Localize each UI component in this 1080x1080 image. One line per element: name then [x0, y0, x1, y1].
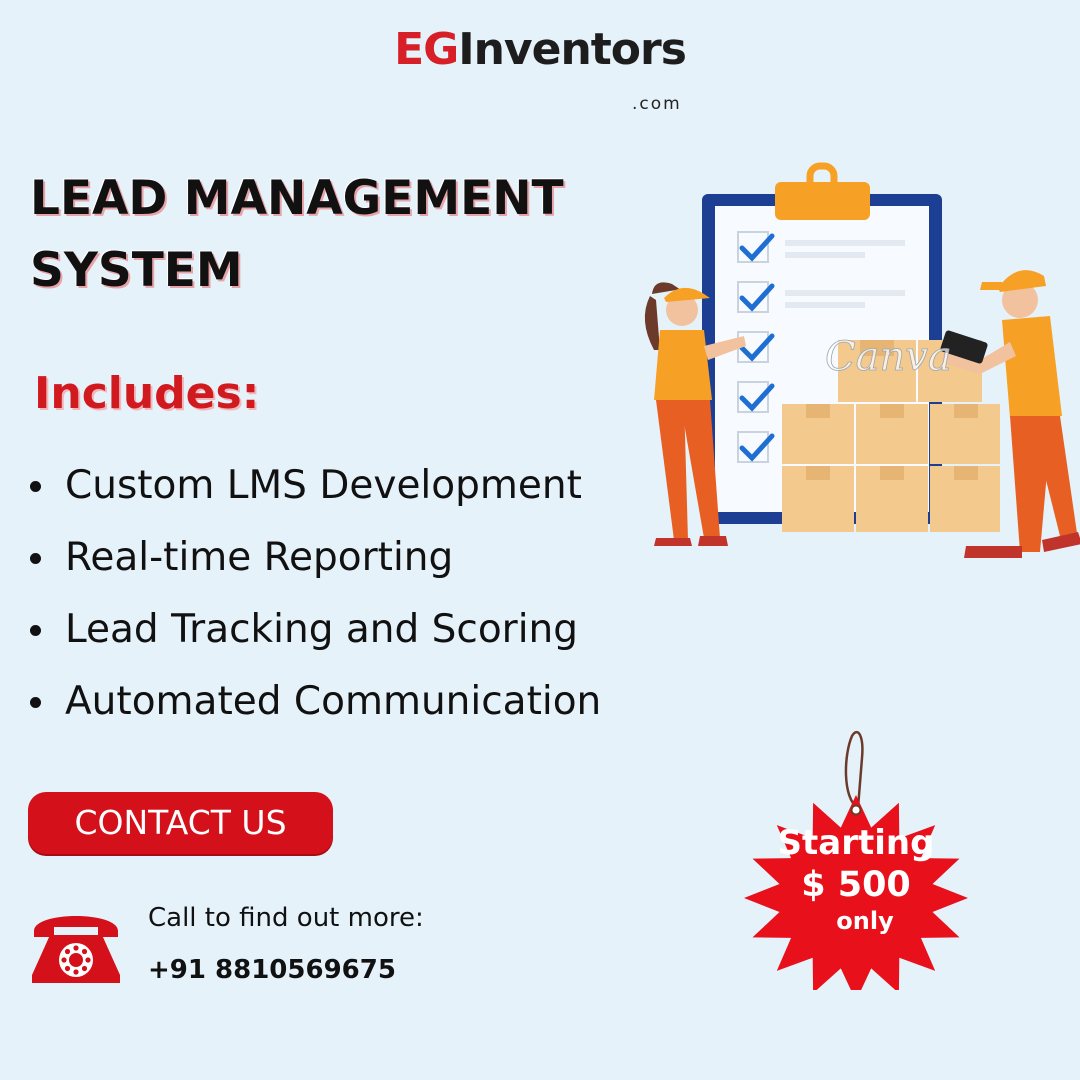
title-line-2: SYSTEM	[30, 243, 243, 298]
price-label: Starting $ 500 only	[770, 822, 942, 936]
price-tag-icon	[744, 730, 968, 990]
feature-item: Real-time Reporting	[28, 530, 648, 602]
feature-item: Automated Communication	[28, 674, 648, 746]
phone-number[interactable]: +91 8810569675	[148, 955, 396, 985]
logo-inventors: Inventors	[458, 24, 687, 75]
clipboard-illustration: Canva	[644, 162, 1080, 558]
logo-domain: .com	[632, 94, 682, 114]
call-prompt: Call to find out more:	[148, 903, 424, 933]
contact-us-button[interactable]: CONTACT US	[28, 792, 333, 854]
price-starting: Starting	[777, 823, 935, 863]
watermark-text: Canva	[825, 334, 952, 380]
feature-item: Custom LMS Development	[28, 458, 648, 530]
worker-man	[940, 270, 1080, 558]
page-title: LEAD MANAGEMENT SYSTEM	[30, 163, 630, 307]
includes-heading: Includes:	[34, 368, 260, 419]
feature-list: Custom LMS Development Real-time Reporti…	[28, 458, 648, 746]
title-line-1: LEAD MANAGEMENT	[30, 171, 564, 226]
feature-item: Lead Tracking and Scoring	[28, 602, 648, 674]
telephone-icon	[32, 916, 120, 983]
brand-logo: EGInventors .com	[0, 24, 1080, 115]
worker-woman	[644, 282, 746, 546]
price-amount: $ 500	[801, 865, 911, 905]
price-only: only	[836, 907, 894, 935]
logo-eg: EG	[394, 24, 459, 75]
checkmark-list	[737, 231, 905, 463]
